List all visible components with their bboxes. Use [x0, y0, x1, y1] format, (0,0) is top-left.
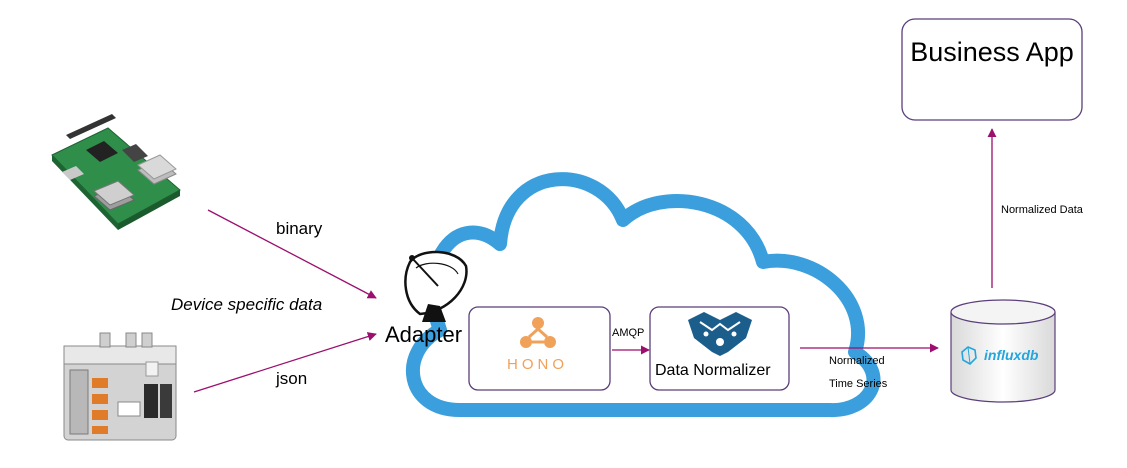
adapter-label: Adapter	[385, 322, 463, 347]
business-app-box	[901, 18, 1083, 121]
normalized-label: Normalized	[829, 355, 885, 367]
binary-label: binary	[276, 219, 323, 238]
influxdb-label: influxdb	[984, 347, 1039, 363]
amqp-label: AMQP	[612, 327, 645, 339]
time-series-label: Time Series	[829, 378, 888, 390]
hono-logo-icon	[520, 317, 556, 348]
raspberry-pi-device-icon	[51, 114, 181, 230]
normalized-data-label: Normalized Data	[1001, 204, 1083, 216]
json-arrow	[193, 332, 377, 393]
json-label: json	[276, 369, 308, 388]
data-normalizer-logo-icon	[688, 312, 752, 356]
industrial-controller-device-icon	[63, 332, 177, 441]
binary-arrow	[207, 209, 377, 299]
data-normalizer-label: Data Normalizer	[655, 362, 771, 379]
hono-box	[468, 306, 611, 391]
influxdb-database	[950, 299, 1056, 403]
satellite-dish-icon	[404, 250, 468, 322]
device-specific-data-label: Device specific data	[171, 295, 323, 314]
influxdb-logo-icon	[961, 346, 977, 365]
business-app-label: Business App	[910, 37, 1074, 67]
hono-label: HONO	[507, 356, 568, 373]
